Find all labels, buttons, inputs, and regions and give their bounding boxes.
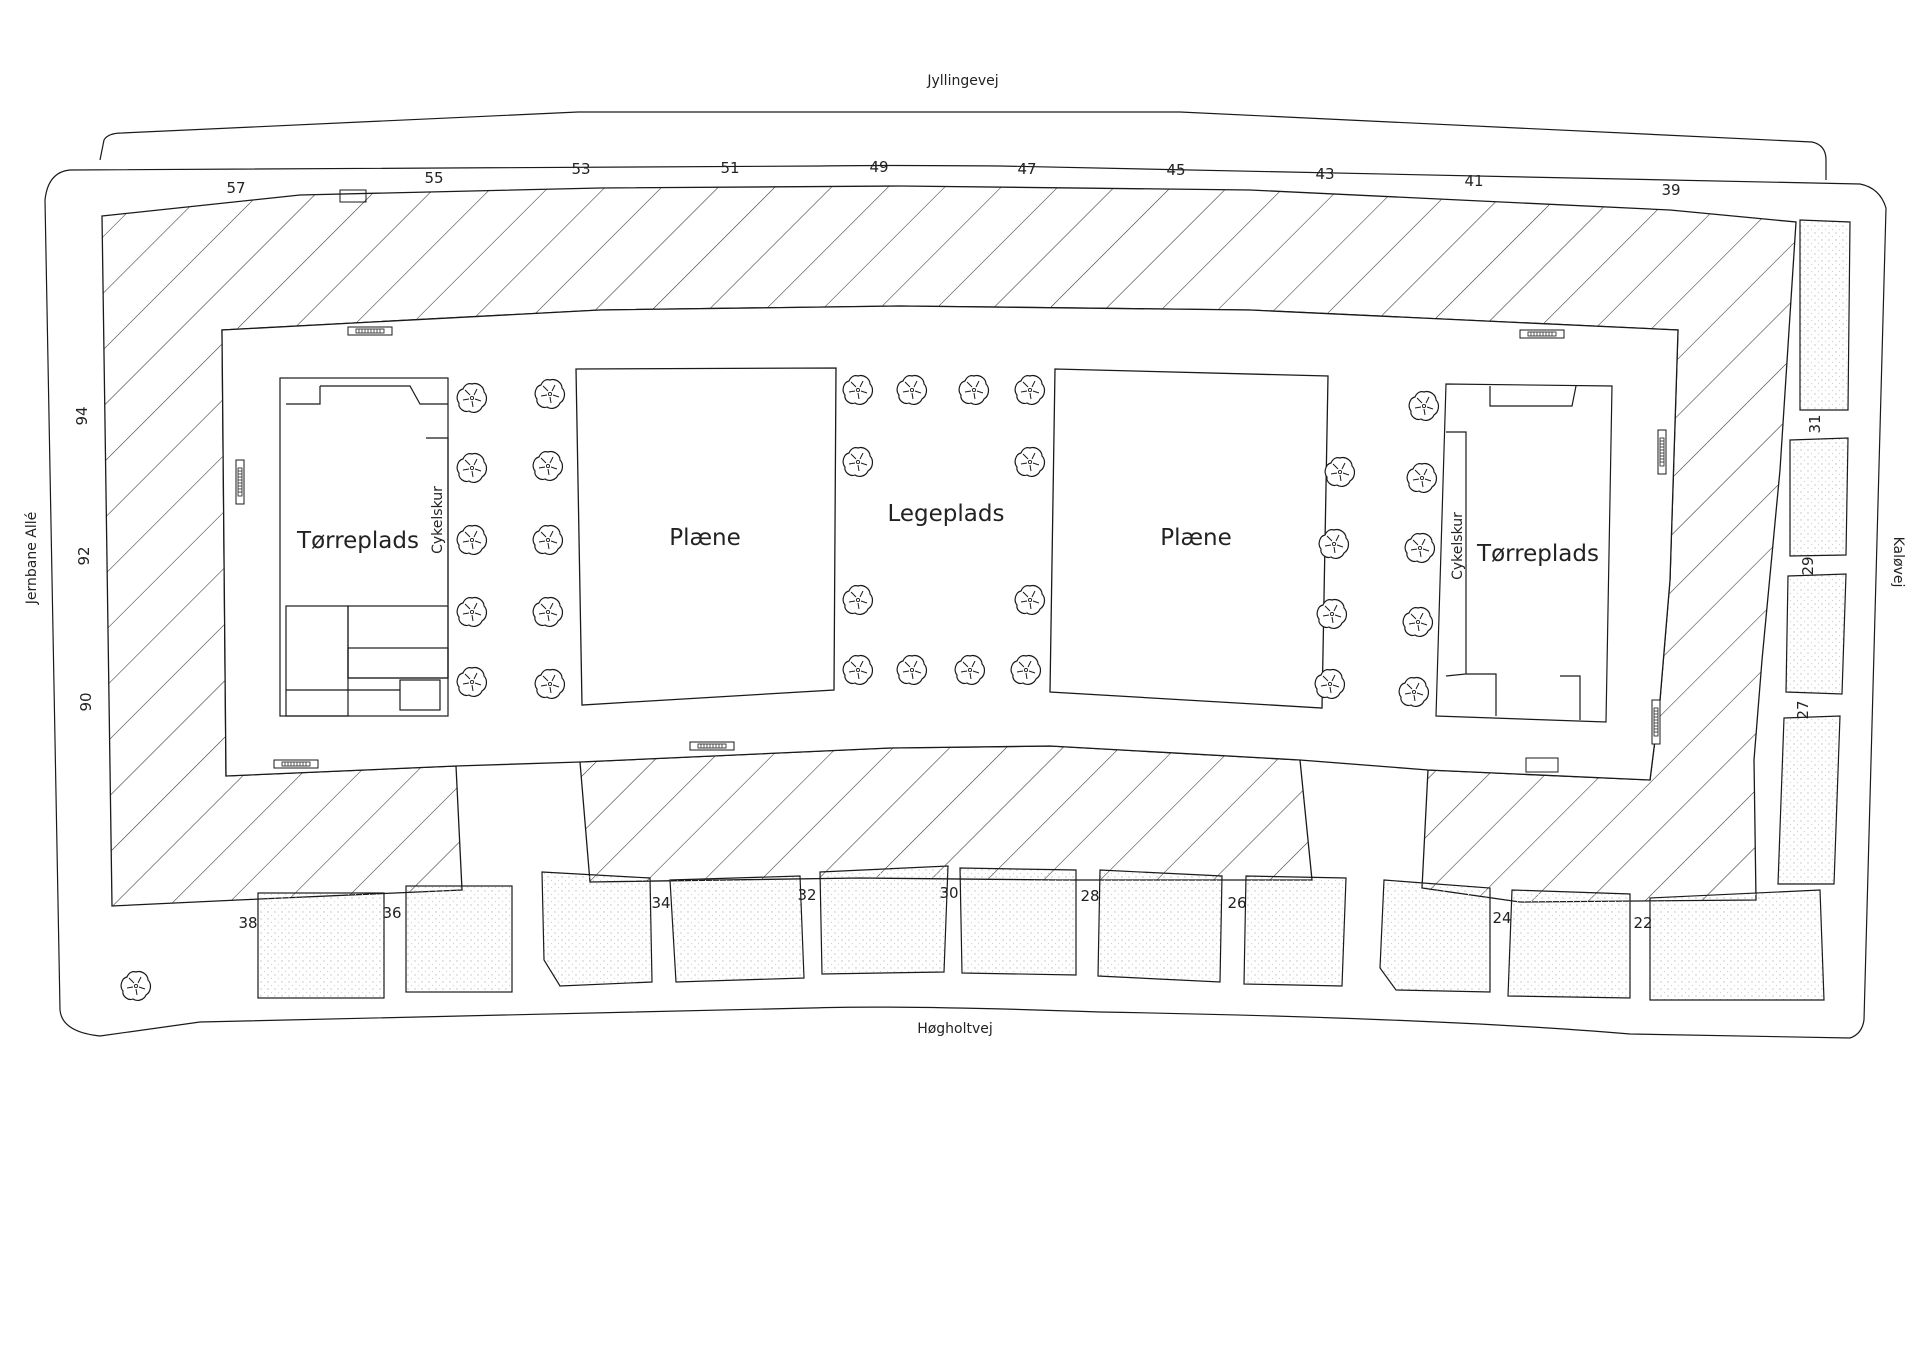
stairs-icon [1651, 699, 1661, 745]
tree-icon [120, 970, 152, 1002]
drying-left-label: Tørreplads [296, 528, 419, 554]
stairs-icon [1657, 429, 1667, 475]
house-number: 34 [651, 894, 670, 912]
bike-shed-right-label: Cykelskur [1450, 512, 1466, 580]
playground-label: Legeplads [888, 501, 1005, 527]
house-number: 45 [1166, 161, 1185, 179]
house-numbers: 57 55 53 51 49 47 45 43 41 39 94 92 90 3… [73, 158, 1824, 932]
house-number: 22 [1633, 914, 1652, 932]
stairs-group [235, 189, 1667, 773]
lawns [575, 367, 1329, 709]
house-number: 51 [720, 159, 739, 177]
street-west: Jernbane Allé [24, 512, 40, 606]
house-number: 27 [1794, 700, 1812, 719]
east-annexes [1777, 219, 1851, 885]
house-number: 94 [73, 406, 91, 425]
stairs-icon [347, 326, 393, 336]
house-number: 36 [382, 904, 401, 922]
house-number: 92 [75, 546, 93, 565]
stairs-icon [1525, 757, 1559, 773]
lawn-right [1049, 368, 1329, 709]
street-east: Kaløvej [1890, 537, 1906, 588]
street-labels: Jyllingevej Høgholtvej Jernbane Allé Kal… [24, 73, 1906, 1037]
house-number: 38 [238, 914, 257, 932]
house-number: 55 [424, 169, 443, 187]
perimeter-building [101, 185, 1797, 907]
drying-yard-right [1435, 383, 1613, 723]
area-labels: Plæne Plæne Legeplads Tørreplads Tørrepl… [296, 486, 1599, 580]
drying-right-label: Tørreplads [1476, 541, 1599, 567]
house-number: 47 [1017, 160, 1036, 178]
house-number: 49 [869, 158, 888, 176]
south-annexes [257, 865, 1825, 1001]
house-number: 30 [939, 884, 958, 902]
house-number: 39 [1661, 181, 1680, 199]
stairs-icon [689, 741, 735, 751]
lawn-right-label: Plæne [1160, 525, 1232, 551]
stairs-icon [1519, 329, 1565, 339]
house-number: 53 [571, 160, 590, 178]
drying-yard-left [279, 377, 449, 717]
house-number: 29 [1799, 556, 1817, 575]
house-number: 41 [1464, 172, 1483, 190]
house-number: 32 [797, 886, 816, 904]
house-number: 28 [1080, 887, 1099, 905]
house-number: 57 [226, 179, 245, 197]
house-number: 90 [77, 692, 95, 711]
bike-shed-left-label: Cykelskur [430, 486, 446, 554]
lawn-left [575, 367, 837, 706]
street-north: Jyllingevej [926, 73, 998, 89]
house-number: 26 [1227, 894, 1246, 912]
site-boundary [44, 111, 1887, 1039]
stairs-icon [273, 759, 319, 769]
lawn-left-label: Plæne [669, 525, 741, 551]
street-south: Høgholtvej [917, 1021, 993, 1037]
house-number: 43 [1315, 165, 1334, 183]
house-number: 24 [1492, 909, 1511, 927]
house-number: 31 [1806, 414, 1824, 433]
stairs-icon [235, 459, 245, 505]
